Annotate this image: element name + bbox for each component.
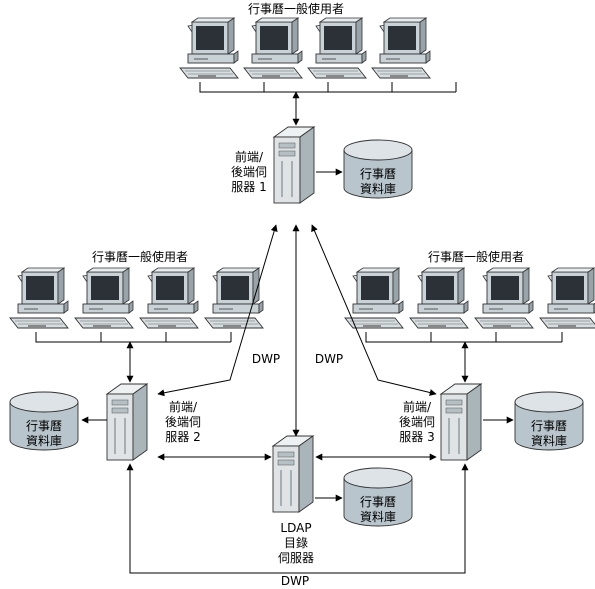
db-right-line-2: 資料庫	[530, 434, 567, 448]
desktop-computer-icon	[243, 17, 303, 79]
db-top-line-1: 行事曆	[359, 167, 396, 181]
server-3-label: 前端/ 後端伺 服器 3	[394, 400, 440, 445]
server-tower-icon	[440, 383, 482, 461]
desktop-computer-icon	[9, 267, 69, 329]
ldap-line-1: LDAP	[280, 521, 312, 535]
db-left-label: 行事曆 資料庫	[14, 419, 74, 449]
db-left-line-2: 資料庫	[25, 434, 62, 448]
db-right-line-1: 行事曆	[530, 419, 567, 433]
server-tower-icon	[272, 435, 314, 513]
server-tower-icon	[273, 126, 315, 204]
server-3-line-3: 服器 3	[399, 430, 435, 444]
desktop-computer-icon	[74, 267, 134, 329]
left-user-group-label: 行事曆一般使用者	[91, 250, 188, 264]
ldap-line-2: 目錄	[283, 536, 308, 550]
db-ldap-line-1: 行事曆	[359, 495, 396, 509]
top-user-group-label: 行事曆一般使用者	[247, 2, 344, 16]
desktop-computer-icon	[344, 267, 404, 329]
dwp-bottom-label: DWP	[272, 574, 318, 589]
desktop-computer-icon	[139, 267, 199, 329]
arrow-icon	[311, 224, 437, 396]
server-tower-icon	[106, 383, 148, 461]
db-top-line-2: 資料庫	[359, 182, 396, 196]
server-2-line-1: 前端/	[168, 400, 198, 414]
ldap-line-3: 伺服器	[277, 551, 314, 565]
desktop-computer-icon	[409, 267, 469, 329]
server-3-line-1: 前端/	[402, 400, 432, 414]
connection-lines	[81, 91, 514, 574]
db-right-label: 行事曆 資料庫	[519, 419, 579, 449]
desktop-computer-icon	[474, 267, 534, 329]
server-2-line-3: 服器 2	[165, 430, 201, 444]
db-top-label: 行事曆 資料庫	[348, 167, 408, 197]
arrow-icon	[126, 463, 469, 574]
db-ldap-label: 行事曆 資料庫	[348, 495, 408, 525]
arrow-icon	[157, 224, 278, 397]
dwp-left-label: DWP	[251, 352, 281, 366]
server-2-label: 前端/ 後端伺 服器 2	[160, 400, 206, 445]
desktop-computer-icon	[539, 267, 595, 329]
desktop-computer-icon	[179, 17, 239, 79]
server-3-line-2: 後端伺	[398, 415, 435, 429]
top-user-group	[179, 17, 457, 93]
server-1-label: 前端/ 後端伺 服器 1	[226, 150, 272, 195]
desktop-computer-icon	[307, 17, 367, 79]
right-user-group	[344, 267, 595, 343]
right-user-group-label: 行事曆一般使用者	[427, 250, 524, 264]
server-1-line-1: 前端/	[234, 150, 264, 164]
db-ldap-line-2: 資料庫	[359, 510, 396, 524]
server-1-line-2: 後端伺	[230, 165, 267, 179]
server-2-line-2: 後端伺	[164, 415, 201, 429]
desktop-computer-icon	[371, 17, 431, 79]
server-1-line-3: 服器 1	[231, 180, 267, 194]
dwp-right-label: DWP	[314, 352, 344, 366]
left-user-group	[9, 267, 264, 343]
ldap-server-label: LDAP 目錄 伺服器	[256, 521, 336, 566]
db-left-line-1: 行事曆	[25, 419, 62, 433]
